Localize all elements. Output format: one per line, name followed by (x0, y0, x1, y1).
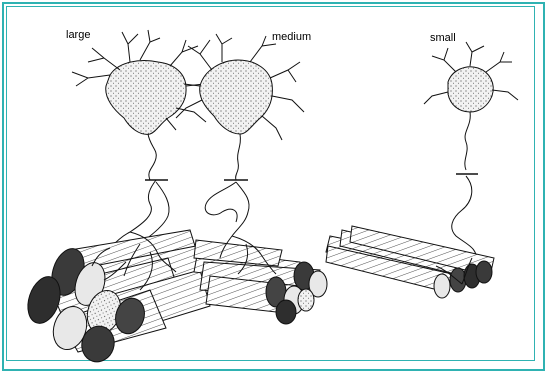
large-fiber-bundle (22, 230, 210, 366)
label-medium: medium (272, 31, 311, 43)
label-small: small (430, 32, 456, 44)
medium-fiber-bundle (194, 236, 327, 324)
label-large: large (66, 29, 90, 41)
large-motor-neuron (72, 30, 214, 248)
small-fiber-bundle (326, 226, 494, 298)
medium-motor-neuron (176, 34, 304, 236)
